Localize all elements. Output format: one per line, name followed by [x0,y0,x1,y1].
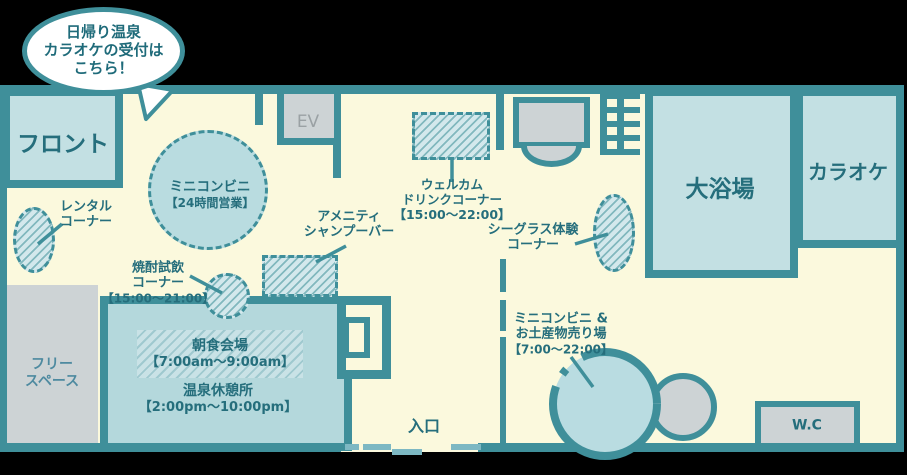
entrance-label: 入口 [407,416,441,436]
shochu-tasting-zone [204,273,250,319]
welcome-drink-line: 【15:00～22:00】 [393,206,511,222]
dashed-wall-seg [500,259,506,292]
wall-left [0,85,7,452]
shochu-line: コーナー [131,275,184,291]
wall-stub-ev [333,145,341,178]
wall-top [0,85,904,94]
stairs-icon [607,93,640,99]
free-space-label: フリー スペース [25,356,79,389]
sea-glass-zone [593,194,635,272]
free-space-line: フリー [30,356,73,373]
speech-bubble: 日帰り温泉 カラオケの受付は こちら！ [22,7,185,95]
amenity-bar-label: アメニティ シャンプーバー [304,210,394,241]
souvenir-shop-circle [549,348,661,460]
amenity-bar-line: シャンプーバー [303,225,395,240]
elevator-label: EV [296,111,320,132]
rental-corner-zone [13,207,55,273]
wall-stub-top [255,93,263,125]
washstand-icon [513,97,590,148]
speech-bubble-tail [136,82,175,121]
pointer-line-shochu [189,274,223,295]
onsen-rest-line: 温泉休憩所 [182,383,253,400]
souvenir-line: ミニコンビニ & [514,311,608,327]
dashed-wall-seg [500,300,506,331]
gray-circle [649,373,717,441]
rental-label: レンタル コーナー [60,200,112,231]
dashed-wall-seg [500,337,506,444]
stairs-icon [600,93,607,155]
speech-bubble-text: 日帰り温泉 カラオケの受付は こちら！ [43,24,163,77]
large-bath-label: 大浴場 [685,176,755,203]
wall-right [896,85,904,452]
breakfast-label: 朝食会場 【7:00am～9:00am】 [146,338,294,370]
pointer-line-amenity [315,244,347,264]
mini-conbini-circle [148,130,268,250]
welcome-drink-line: ウェルカム [420,176,484,192]
entrance-door-panel [345,444,359,450]
onsen-rest-label: 温泉休憩所 【2:00pm～10:00pm】 [139,383,297,415]
rental-line: コーナー [59,215,113,230]
bubble-line: 日帰り温泉 [65,23,141,42]
pointer-line-souvenir [569,355,595,389]
sea-glass-label: シーグラス体験 コーナー [488,223,579,254]
entrance-door-panel [451,444,481,450]
entrance-door-panel [392,449,422,455]
stairs-icon [607,107,640,113]
mini-conbini-label: ミニコンビニ 【24時間営業】 [165,178,255,210]
shochu-line: 焼酎試飲 [131,260,184,276]
wall-bottom-left [0,443,341,452]
sea-glass-line: コーナー [506,238,559,253]
large-bath-room [645,88,798,278]
onsen-rest-line: 【2:00pm～10:00pm】 [138,399,298,415]
entrance-door-panel [363,444,391,450]
souvenir-line: お土産物売り場 [515,326,607,342]
bubble-line: カラオケの受付は [43,41,164,60]
bubble-line: こちら！ [73,58,134,77]
welcome-drink-line: ドリンクコーナー [401,191,503,207]
sea-glass-line: シーグラス体験 [487,222,579,238]
shochu-label: 焼酎試飲 コーナー 【15:00～21:00】 [102,261,214,306]
souvenir-line: 【7:00～22:00】 [508,342,614,357]
shochu-line: 【15:00～21:00】 [101,291,215,306]
welcome-drink-label: ウェルカム ドリンクコーナー 【15:00～22:00】 [393,176,511,222]
breakfast-line: 朝食会場 [192,338,248,355]
free-space-line: スペース [24,373,80,389]
wc-label: W.C [792,417,822,434]
breakfast-hatch-band [137,330,303,378]
stairs-icon [607,135,640,141]
vestibule-inner [343,317,370,358]
souvenir-label: ミニコンビニ & お土産物売り場 【7:00～22:00】 [509,312,613,357]
welcome-drink-zone [412,112,490,160]
karaoke-label: カラオケ [808,160,888,185]
amenity-bar-line: アメニティ [317,209,381,225]
stairs-icon [607,121,640,127]
amenity-bar-zone [262,255,338,297]
front-desk-label: フロント [17,131,109,158]
karaoke-room [795,88,904,248]
free-space-area [6,285,98,444]
rental-line: レンタル [59,199,113,215]
breakfast-line: 【7:00am～9:00am】 [145,354,295,370]
wall-mid-top [496,93,504,150]
mini-conbini-line: 【24時間営業】 [165,195,255,210]
pointer-line-rental [36,222,64,246]
pointer-line-seaglass [574,232,609,246]
wall-overlap [648,443,904,452]
mini-conbini-line: ミニコンビニ [169,178,251,195]
stairs-icon [607,149,640,155]
